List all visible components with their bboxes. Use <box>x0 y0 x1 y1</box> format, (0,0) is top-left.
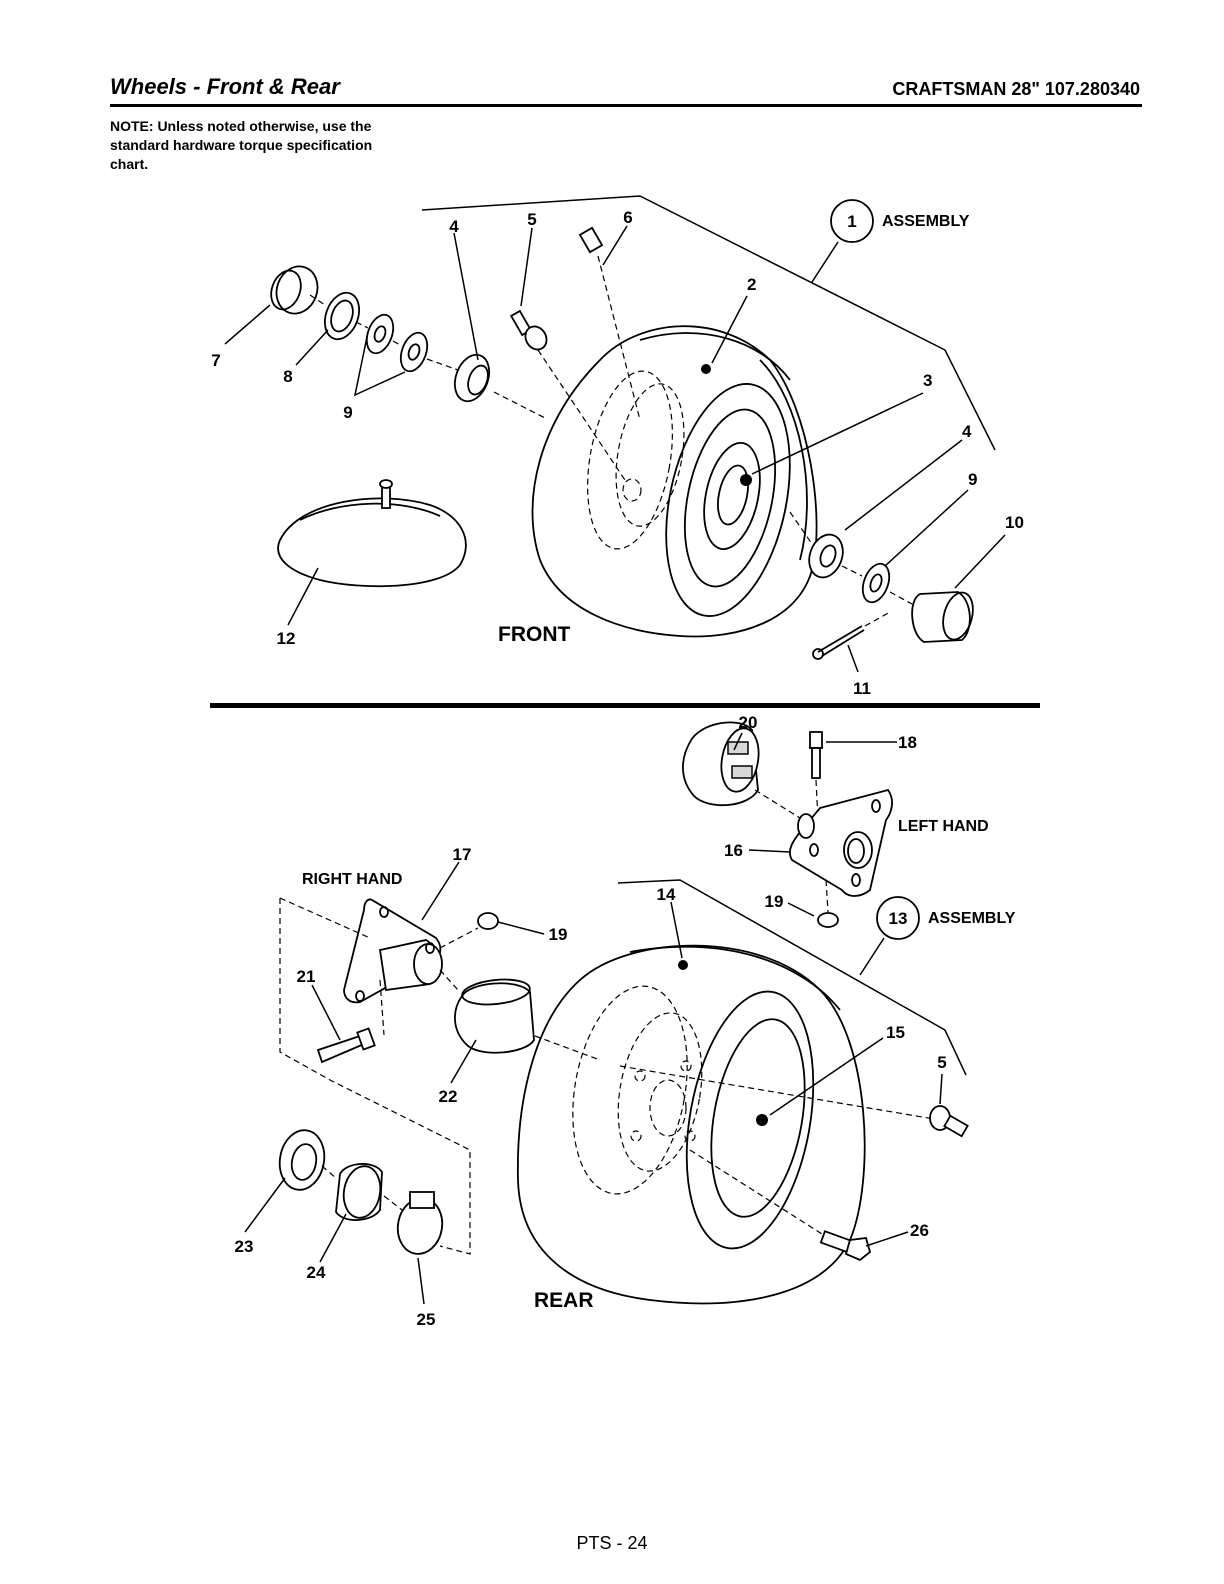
part-8-bearing <box>323 291 361 341</box>
part-9-washer-right <box>861 562 891 604</box>
part-6-valve-cap <box>578 226 641 421</box>
right-hand-label: RIGHT HAND <box>302 871 402 888</box>
model-number: CRAFTSMAN 28" 107.280340 <box>892 79 1140 99</box>
part-11-cotter-pin <box>812 611 891 660</box>
part-7-bushing <box>270 265 319 315</box>
callout-14: 14 <box>657 885 676 904</box>
callout-10: 10 <box>1005 513 1024 532</box>
callout-15: 15 <box>886 1023 905 1042</box>
front-wheel-diagram: 1 ASSEMBLY <box>211 195 1024 698</box>
callout-5-front: 5 <box>527 210 536 229</box>
callout-1: 1 <box>847 212 856 231</box>
callout-22: 22 <box>439 1087 458 1106</box>
part-22-bushing <box>439 969 941 1121</box>
rear-assembly-circle <box>876 896 920 940</box>
callout-6: 6 <box>623 208 632 227</box>
part-9-washer-a <box>365 313 395 355</box>
callout-4-left: 4 <box>449 217 459 236</box>
part-16-left-hub <box>788 788 893 897</box>
rear-label: REAR <box>534 1289 594 1312</box>
callout-19-right: 19 <box>549 925 568 944</box>
part-4-bearing-right <box>808 533 844 579</box>
callout-24: 24 <box>307 1263 326 1282</box>
callout-17: 17 <box>453 845 472 864</box>
section-divider <box>210 703 1040 708</box>
front-assembly-label: ASSEMBLY <box>882 213 970 230</box>
part-5-valve-stem <box>509 309 626 481</box>
callout-25: 25 <box>417 1310 436 1329</box>
front-assembly-leader <box>811 241 839 283</box>
front-tire <box>531 325 818 638</box>
part-21-bolt <box>316 1027 376 1064</box>
callout-19-left: 19 <box>765 892 784 911</box>
part-19-nut-right <box>439 912 499 949</box>
part-26-bolt <box>689 1149 872 1262</box>
callout-4-right: 4 <box>962 422 972 441</box>
part-18-bolt <box>809 731 823 821</box>
callout-5-rear: 5 <box>937 1053 946 1072</box>
front-label: FRONT <box>498 623 570 646</box>
part-20-adapter <box>682 721 801 819</box>
part-9-washer-b <box>399 331 429 373</box>
left-hand-label: LEFT HAND <box>898 818 989 835</box>
front-assembly-circle <box>830 199 874 243</box>
callout-8: 8 <box>283 367 292 386</box>
page-number: PTS - 24 <box>576 1533 648 1553</box>
callout-11: 11 <box>853 679 871 698</box>
callout-23: 23 <box>235 1237 254 1256</box>
callout-20: 20 <box>739 713 758 732</box>
callout-7: 7 <box>211 351 220 370</box>
rear-assembly-bracket <box>617 879 967 1076</box>
part-24-bearing <box>335 1163 383 1221</box>
callout-16: 16 <box>724 841 743 860</box>
part-4-bearing-left <box>453 353 491 403</box>
callout-3: 3 <box>923 371 932 390</box>
callout-2: 2 <box>747 275 756 294</box>
callout-21: 21 <box>297 967 316 986</box>
part-5-valve-stem-rear <box>929 1105 969 1138</box>
front-assembly-bracket <box>421 195 996 451</box>
part-10-bushing <box>911 591 974 643</box>
part-17-right-hub <box>343 898 443 1004</box>
part-25-clamp <box>396 1191 444 1255</box>
callout-12: 12 <box>277 629 296 648</box>
header-rule <box>110 104 1142 107</box>
page-title: Wheels - Front & Rear <box>110 74 340 99</box>
callout-9-right: 9 <box>968 470 977 489</box>
callout-13: 13 <box>889 909 908 928</box>
part-19-nut-left <box>817 879 839 928</box>
callout-26: 26 <box>910 1221 929 1240</box>
rear-tire <box>516 944 866 1305</box>
callout-9-left: 9 <box>343 403 352 422</box>
torque-note: NOTE: Unless noted otherwise, use the st… <box>110 118 373 172</box>
rear-assembly-label: ASSEMBLY <box>928 910 1016 927</box>
rear-wheel-diagram: 13 ASSEMBLY <box>235 713 1016 1329</box>
callout-18: 18 <box>898 733 917 752</box>
part-12-inner-tube <box>277 479 467 588</box>
part-23-seal <box>278 1129 326 1191</box>
